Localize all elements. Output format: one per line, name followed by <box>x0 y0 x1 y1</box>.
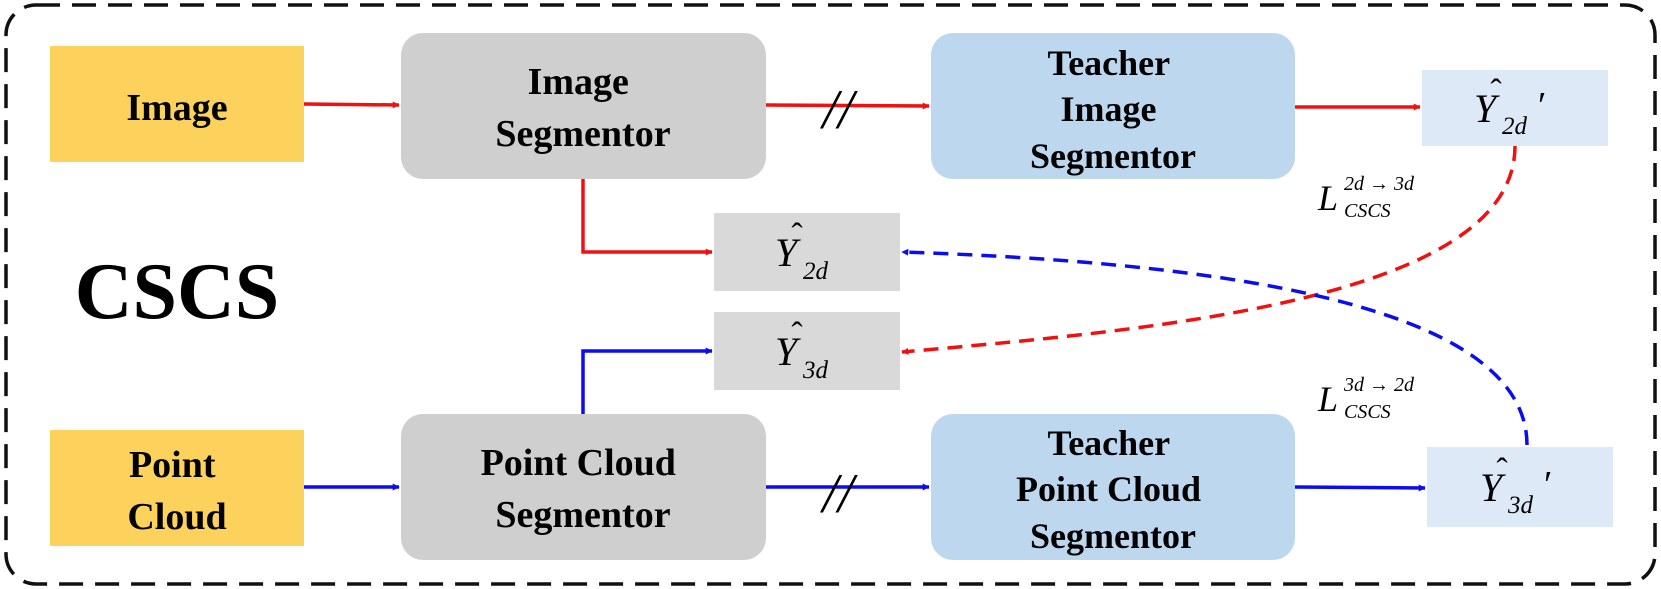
teacher-point-cloud-segmentor-box <box>931 414 1295 560</box>
image-input-label: Image <box>126 87 227 129</box>
prediction-3d-box <box>714 312 900 390</box>
svg-text:Y: Y <box>1480 465 1506 510</box>
outer-dashed-frame <box>4 3 1657 586</box>
teacher-2d-output-label: ˆ Y 2d ′ <box>1474 73 1546 140</box>
svg-text:ˆ: ˆ <box>791 316 803 353</box>
cscs-title: CSCS <box>75 248 280 336</box>
point-cloud-input-label: Point Cloud <box>127 444 226 538</box>
teacher-image-segmentor-box <box>931 33 1295 179</box>
svg-text:ˆ: ˆ <box>791 217 803 254</box>
teacher-point-to-output-arrow <box>1294 484 1426 492</box>
svg-text:′: ′ <box>1544 464 1552 506</box>
svg-text:Y: Y <box>1474 86 1500 131</box>
image-stop-gradient-mark: // <box>819 79 858 141</box>
svg-text:L: L <box>1317 379 1338 419</box>
svg-text:ˆ: ˆ <box>1496 452 1508 489</box>
teacher-3d-output-box <box>1427 447 1613 527</box>
point-cloud-segmentor-label: Point Cloud Segmentor <box>481 442 686 536</box>
prediction-2d-label: ˆ Y 2d <box>775 217 829 285</box>
loss-3d-to-2d-curve <box>901 248 1529 446</box>
teacher-point-cloud-segmentor-label: Teacher Point Cloud Segmentor <box>1016 423 1210 556</box>
point-cloud-input-box <box>50 430 304 546</box>
loss-2d-to-3d-label: L 2d → 3d CSCS <box>1317 173 1415 222</box>
svg-text:Y: Y <box>775 329 801 374</box>
point-segmentor-to-prediction-arrow <box>581 347 713 414</box>
image-segmentor-label: Image Segmentor <box>495 61 670 155</box>
teacher-3d-output-label: ˆ Y 3d ′ <box>1480 452 1552 519</box>
svg-text:Y: Y <box>775 230 801 275</box>
teacher-image-segmentor-label: Teacher Image Segmentor <box>1030 43 1196 176</box>
svg-text:2d → 3d: 2d → 3d <box>1344 173 1415 195</box>
svg-text:2d: 2d <box>1502 113 1528 140</box>
image-segmentor-box <box>401 33 766 179</box>
loss-3d-to-2d-label: L 3d → 2d CSCS <box>1317 374 1415 423</box>
point-stop-gradient-mark: // <box>819 463 858 525</box>
svg-text:3d: 3d <box>802 357 829 384</box>
prediction-3d-label: ˆ Y 3d <box>775 316 829 384</box>
image-segmentor-to-prediction-arrow <box>581 179 713 256</box>
image-input-box <box>50 46 304 162</box>
image-to-segmentor-arrow <box>303 101 400 109</box>
svg-text:CSCS: CSCS <box>1344 200 1391 222</box>
teacher-2d-output-box <box>1422 70 1608 146</box>
svg-text:3d → 2d: 3d → 2d <box>1343 374 1415 396</box>
prediction-2d-box <box>714 213 900 291</box>
point-cloud-segmentor-box <box>401 414 766 560</box>
svg-text:ˆ: ˆ <box>1490 73 1502 110</box>
svg-text:L: L <box>1317 178 1338 218</box>
svg-text:′: ′ <box>1538 85 1546 127</box>
svg-text:2d: 2d <box>803 258 829 285</box>
svg-text:3d: 3d <box>1507 492 1534 519</box>
svg-text:CSCS: CSCS <box>1344 401 1391 423</box>
image-segmentor-to-teacher-arrow <box>765 102 930 110</box>
